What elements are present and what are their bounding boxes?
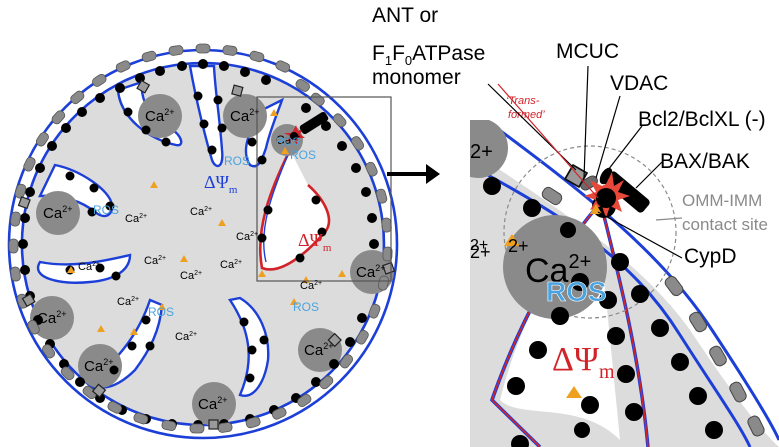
svg-text:Ca2+: Ca2+ bbox=[175, 331, 197, 343]
mitochondrion-overview bbox=[7, 43, 399, 440]
calcium-sphere bbox=[36, 191, 80, 235]
cypd-label: CypD bbox=[684, 245, 737, 268]
ros-label: ROS bbox=[290, 148, 316, 162]
calcium-sphere bbox=[30, 296, 74, 340]
svg-text:Ca2+: Ca2+ bbox=[230, 107, 259, 125]
svg-text:Ca2+: Ca2+ bbox=[220, 259, 242, 271]
contact-site-circle bbox=[503, 145, 677, 319]
zoom-region-box bbox=[256, 96, 392, 282]
bcl2-label: Bcl2/BclXL (-) bbox=[638, 108, 766, 131]
svg-text:2+: 2+ bbox=[508, 236, 529, 256]
svg-text:Ca2+: Ca2+ bbox=[300, 280, 322, 292]
ant-label-line2: F1F0ATPase bbox=[372, 42, 485, 68]
svg-text:Ca2+: Ca2+ bbox=[180, 270, 202, 282]
calcium-sphere bbox=[503, 215, 607, 319]
calcium-sphere bbox=[78, 344, 122, 388]
calcium-sphere bbox=[223, 94, 267, 138]
svg-text:2+: 2+ bbox=[470, 237, 488, 254]
ant-label-line1: ANT or bbox=[372, 4, 438, 27]
svg-text:Ca2+: Ca2+ bbox=[190, 206, 212, 218]
svg-text:Ca2+: Ca2+ bbox=[84, 357, 113, 375]
membrane-particles bbox=[18, 59, 379, 430]
membrane-potential-label: ΔΨm bbox=[204, 172, 238, 196]
membrane-potential-label: ΔΨm bbox=[298, 230, 332, 254]
leader-lines bbox=[487, 65, 683, 259]
membrane-potential-label: ΔΨm bbox=[552, 341, 615, 383]
svg-text:Ca2+: Ca2+ bbox=[37, 309, 66, 327]
svg-text:2+: 2+ bbox=[470, 141, 493, 163]
ros-label: ROS bbox=[93, 203, 119, 217]
omm-label-line1: OMM-IMM bbox=[682, 191, 762, 210]
overview-labels: Ca2+ Ca2+ Ca2+ Ca2+ Ca2+ Ca2+ Ca2+ Ca2+ … bbox=[37, 107, 385, 413]
calcium-label: Ca2+ bbox=[525, 251, 591, 290]
ros-label: ROS bbox=[546, 276, 607, 307]
svg-text:Ca2+: Ca2+ bbox=[144, 255, 166, 267]
ros-label: ROS bbox=[293, 300, 319, 314]
svg-text:Ca2+: Ca2+ bbox=[356, 263, 385, 281]
transformed-label-line2: formed’ bbox=[508, 109, 545, 121]
svg-text:Ca2+: Ca2+ bbox=[276, 132, 301, 147]
svg-text:Ca2+: Ca2+ bbox=[43, 204, 72, 222]
ant-label-line3: monomer bbox=[372, 66, 461, 89]
vdac-label: VDAC bbox=[610, 72, 668, 95]
svg-text:Ca2+: Ca2+ bbox=[78, 261, 100, 273]
svg-text:Ca2+: Ca2+ bbox=[117, 296, 139, 308]
svg-text:Ca2+: Ca2+ bbox=[198, 395, 227, 413]
outer-membrane-particles bbox=[8, 43, 393, 434]
transformed-label-line1: ‘Trans- bbox=[506, 95, 540, 107]
ant-squares bbox=[17, 79, 396, 430]
svg-text:Ca2+: Ca2+ bbox=[125, 213, 147, 225]
ros-label: ROS bbox=[276, 136, 300, 148]
zoomed-contact-site bbox=[470, 120, 779, 447]
zoom-arrow bbox=[387, 164, 440, 184]
svg-text:Ca2+: Ca2+ bbox=[304, 341, 333, 359]
mcuc-label: MCUC bbox=[556, 40, 619, 63]
svg-text:Ca2+: Ca2+ bbox=[145, 107, 174, 125]
ros-label: ROS bbox=[224, 154, 250, 168]
ros-label: ROS bbox=[148, 305, 174, 319]
svg-text:2+: 2+ bbox=[470, 242, 491, 262]
omm-label-line2: contact site bbox=[682, 215, 768, 234]
bax-label: BAX/BAK bbox=[660, 150, 750, 173]
calcium-sphere bbox=[470, 120, 508, 178]
zoom-labels: Ca2+ 2+ 2+ 2+ ROS ΔΨm 2+ bbox=[470, 141, 615, 383]
svg-text:Ca2+: Ca2+ bbox=[236, 231, 258, 243]
calcium-sphere bbox=[192, 382, 236, 426]
callout-labels: ANT or F1F0ATPase monomer ‘Trans- formed… bbox=[372, 4, 768, 268]
